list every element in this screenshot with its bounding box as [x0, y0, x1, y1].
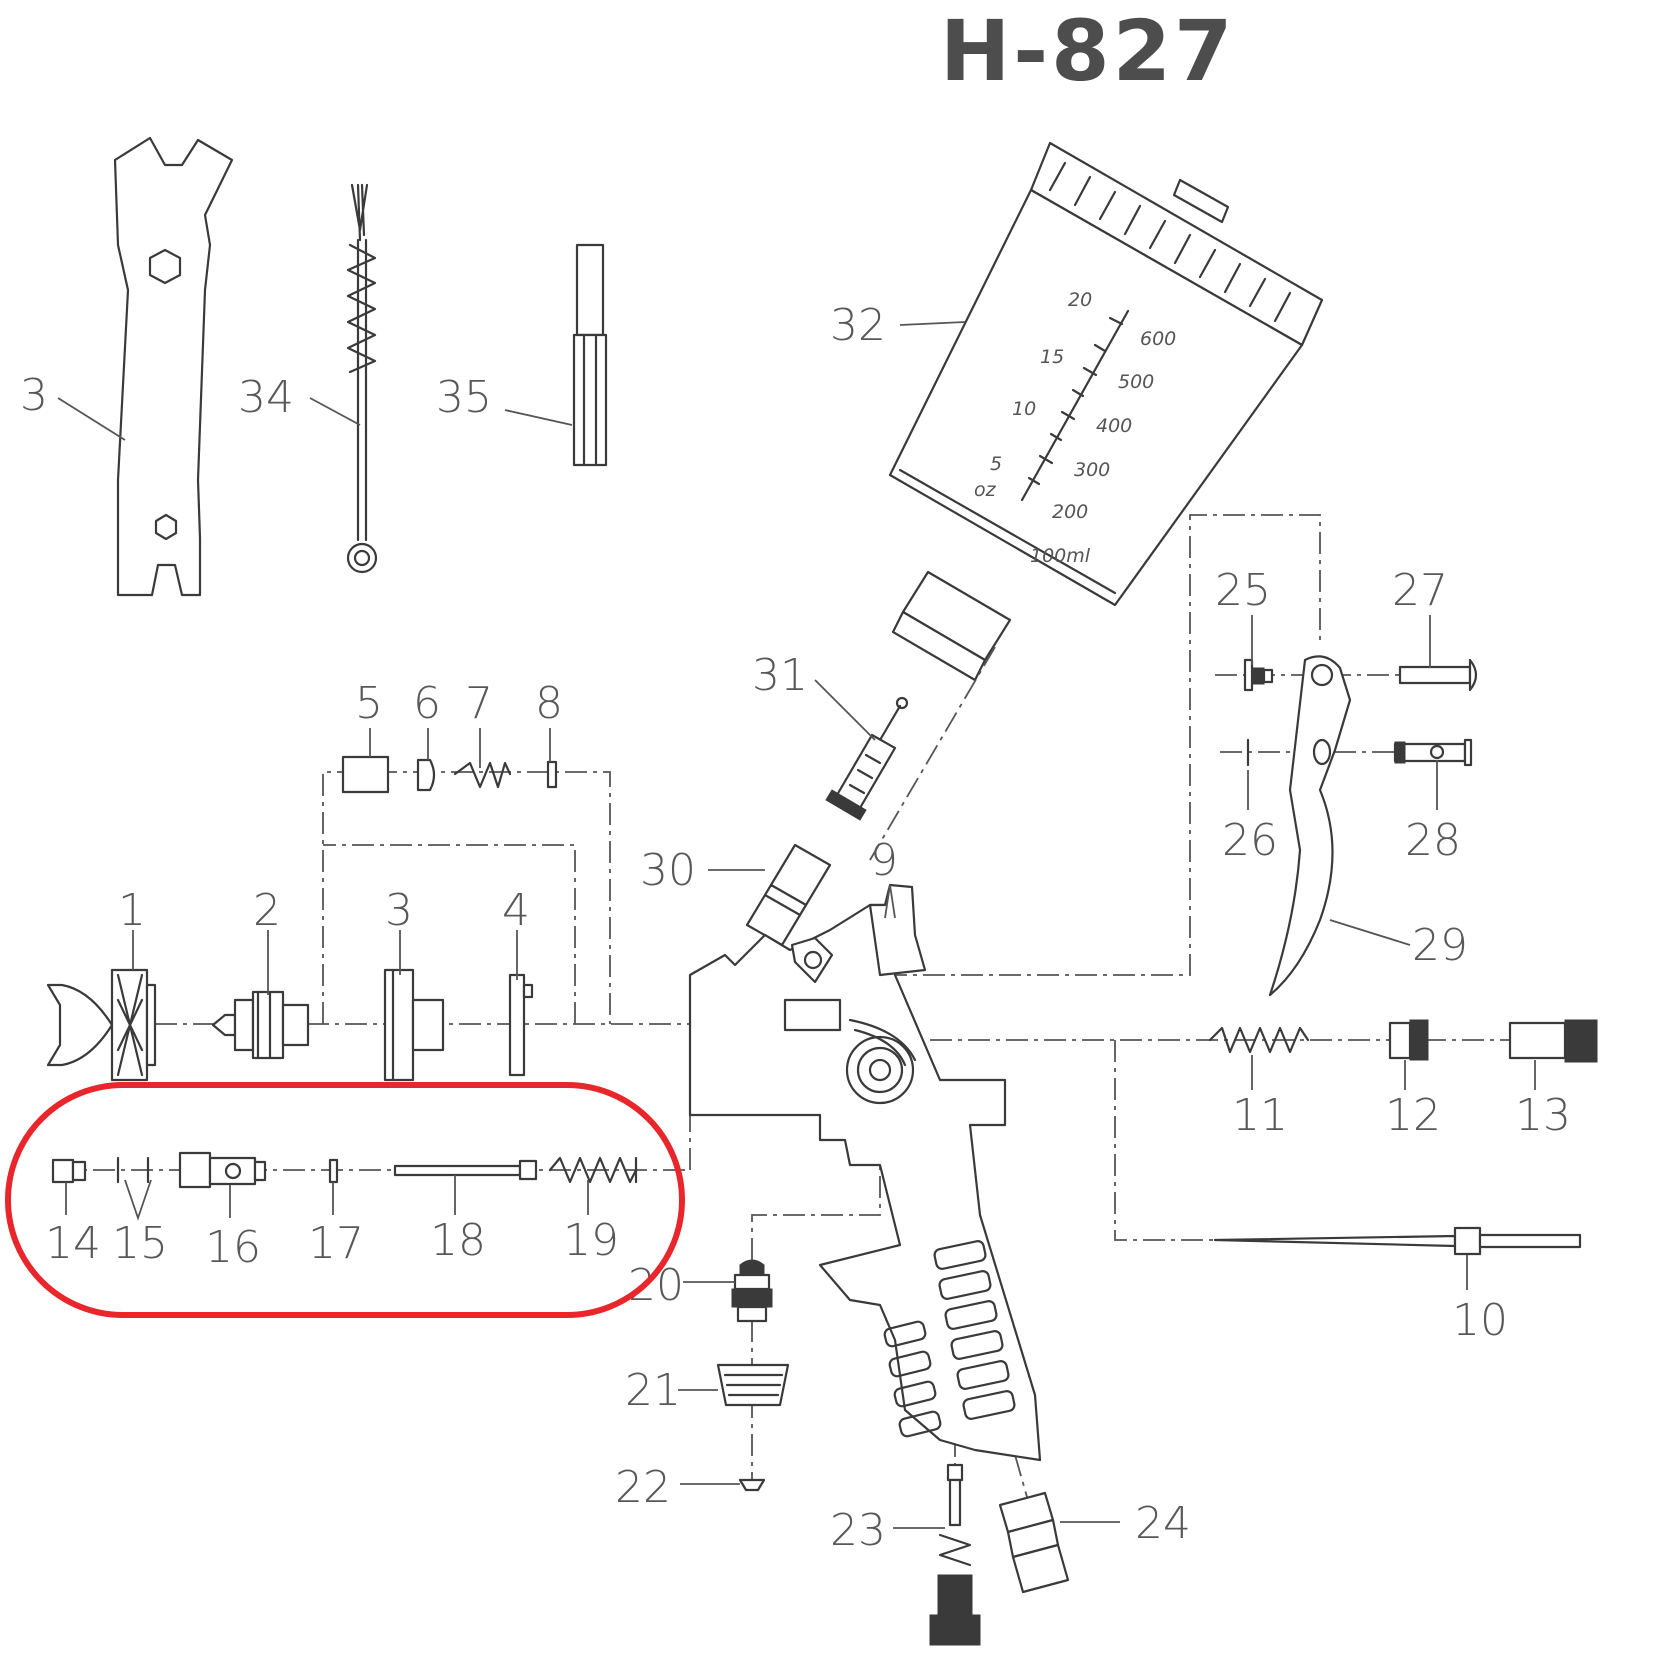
callout-15: 15: [112, 1218, 168, 1269]
callout-24: 24: [1135, 1498, 1191, 1549]
callout-5: 5: [355, 678, 383, 729]
callout-13: 13: [1515, 1090, 1571, 1141]
screw: [738, 1478, 766, 1492]
callout-1: 1: [118, 885, 146, 936]
needle-spring: [1208, 1026, 1310, 1054]
scale-ml-500: 500: [1118, 371, 1154, 393]
wrench: [113, 136, 234, 597]
callout-34: 34: [238, 372, 294, 423]
callout-26: 26: [1222, 815, 1278, 866]
trigger-pin: [1398, 658, 1478, 692]
callout-18: 18: [430, 1215, 486, 1266]
callout-3: 3: [385, 885, 413, 936]
cup-connector: [745, 843, 832, 947]
scale-oz-15: 15: [1040, 346, 1064, 368]
air-inlet-fitting: [998, 1491, 1070, 1594]
callout-32: 32: [830, 300, 886, 351]
callout-27: 27: [1392, 565, 1448, 616]
nozzle-body: [383, 968, 445, 1082]
air-valve-parts: [51, 1151, 638, 1189]
pattern-knob-parts: [341, 755, 558, 794]
adjusting-knob-nut: [1388, 1019, 1429, 1061]
callout-21: 21: [625, 1365, 681, 1416]
callout-4: 4: [502, 885, 530, 936]
callout-28: 28: [1405, 815, 1461, 866]
callout-12: 12: [1385, 1090, 1441, 1141]
highlight-outline: [5, 1082, 685, 1318]
fluid-adjusting-knob: [1508, 1019, 1598, 1063]
scale-oz-unit: oz: [974, 479, 997, 501]
trigger-pin-2: [1393, 738, 1473, 767]
leader-lines: [57, 321, 1536, 1529]
cup-filter: [825, 696, 909, 821]
filter-screen: [716, 1363, 790, 1407]
callout-8: 8: [535, 678, 563, 729]
callout-17: 17: [308, 1218, 364, 1269]
callout-23: 23: [830, 1505, 886, 1556]
cleaning-brush: [346, 183, 378, 574]
callout-11: 11: [1232, 1090, 1288, 1141]
scale-ml-300: 300: [1074, 459, 1110, 481]
callout-30: 30: [640, 845, 696, 896]
callout-14: 14: [45, 1218, 101, 1269]
air-valve-assembly: [731, 1259, 773, 1323]
callout-2: 2: [253, 885, 281, 936]
callout-25: 25: [1215, 565, 1271, 616]
callout-labels: 3 34 35 32 31 30 9 5 6 7 8 1 2 3 4 25 27…: [20, 300, 1571, 1556]
scale-ml-200: 200: [1052, 501, 1088, 523]
scale-oz-20: 20: [1068, 289, 1092, 311]
callout-20: 20: [628, 1260, 684, 1311]
air-adjusting-valve: [929, 1463, 981, 1646]
scale-ml-600: 600: [1140, 328, 1176, 350]
callout-33: 3: [20, 370, 48, 421]
scale-ml-100ml: 100ml: [1030, 545, 1091, 567]
air-cap: [46, 968, 157, 1082]
model-title: H-827: [940, 2, 1236, 100]
callout-35: 35: [436, 372, 492, 423]
fluid-nozzle: [211, 990, 310, 1060]
callout-6: 6: [413, 678, 441, 729]
spray-gun-body: [688, 883, 1042, 1462]
callout-7: 7: [465, 678, 493, 729]
baffle-plate: [508, 973, 534, 1077]
cup-scale-ml: 600 500 400 300 200 100ml: [1030, 328, 1176, 567]
callout-9: 9: [870, 835, 898, 886]
hex-key-tool: [572, 243, 608, 467]
scale-ml-400: 400: [1096, 415, 1132, 437]
fluid-needle: [1213, 1226, 1582, 1256]
callout-19: 19: [563, 1215, 619, 1266]
callout-10: 10: [1452, 1295, 1508, 1346]
trigger-nut: [1243, 658, 1274, 692]
callout-29: 29: [1412, 920, 1468, 971]
trigger: [1268, 655, 1352, 997]
scale-oz-5: 5: [990, 453, 1002, 475]
paint-cup: 20 15 10 5 oz 600 500 400 300 200 100ml: [888, 141, 1324, 682]
cup-scale-oz: 20 15 10 5 oz: [974, 289, 1092, 501]
scale-oz-10: 10: [1012, 398, 1036, 420]
callout-16: 16: [205, 1222, 261, 1273]
callout-31: 31: [752, 650, 808, 701]
callout-22: 22: [615, 1462, 671, 1513]
